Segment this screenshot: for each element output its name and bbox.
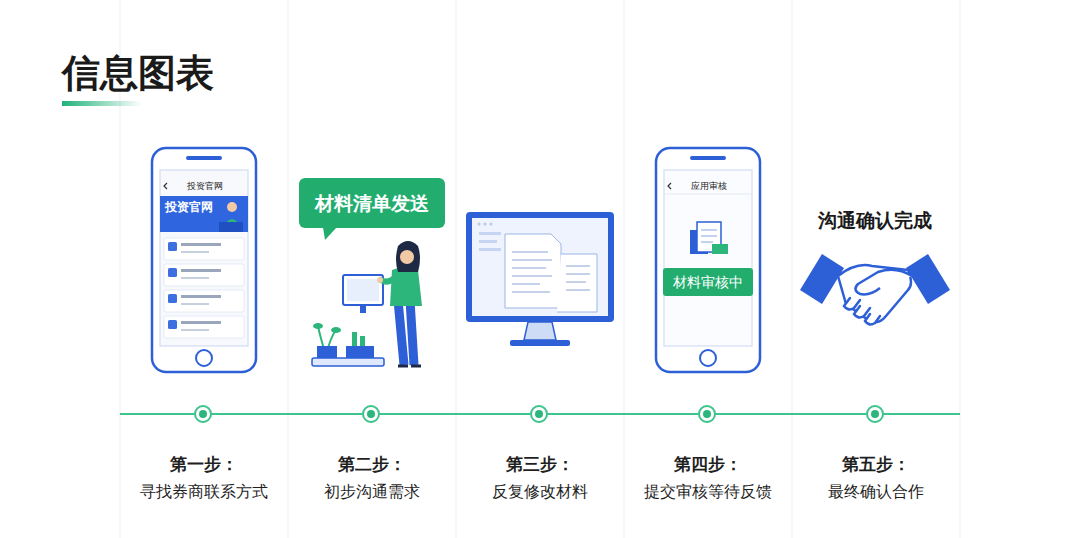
step-description: 提交审核等待反馈 bbox=[624, 482, 792, 503]
step-column: 第四步： 提交审核等待反馈 材料审核中 bbox=[624, 0, 792, 538]
timeline-dots bbox=[195, 406, 883, 422]
step-number: 第二步： bbox=[288, 453, 456, 476]
step-number: 第一步： bbox=[120, 453, 288, 476]
step-description: 最终确认合作 bbox=[792, 482, 960, 503]
phone-review bbox=[656, 148, 760, 372]
screen-header: 投资官网 bbox=[187, 181, 223, 192]
step-number: 第五步： bbox=[792, 453, 960, 476]
title-underline bbox=[62, 101, 142, 106]
step-description: 寻找券商联系方式 bbox=[120, 482, 288, 503]
handshake bbox=[800, 254, 950, 325]
title: 信息图表 bbox=[62, 48, 214, 99]
phone-website bbox=[152, 148, 256, 372]
person-at-monitor bbox=[312, 241, 422, 366]
step-column: 第五步： 最终确认合作 bbox=[792, 0, 960, 538]
monitor-documents bbox=[466, 212, 614, 346]
screen-header: 应用审核 bbox=[691, 181, 727, 192]
status-badge: 材料审核中 bbox=[663, 268, 753, 296]
speech-bubble: 材料清单发送 bbox=[299, 178, 445, 228]
bubble-text: 材料清单发送 bbox=[315, 192, 429, 215]
step-number: 第四步： bbox=[624, 453, 792, 476]
column-dividers bbox=[120, 0, 960, 538]
bubble-tail bbox=[323, 227, 339, 241]
step-column: 第二步： 初步沟通需求材料清单发送 bbox=[288, 0, 456, 538]
stage-heading: 沟通确认完成 bbox=[818, 209, 932, 232]
step-column: 第三步： 反复修改材料 bbox=[456, 0, 624, 538]
step-description: 反复修改材料 bbox=[456, 482, 624, 503]
step-number: 第三步： bbox=[456, 453, 624, 476]
step-description: 初步沟通需求 bbox=[288, 482, 456, 503]
badge-text: 材料审核中 bbox=[673, 274, 743, 291]
banner-text: 投资官网 bbox=[165, 200, 213, 214]
